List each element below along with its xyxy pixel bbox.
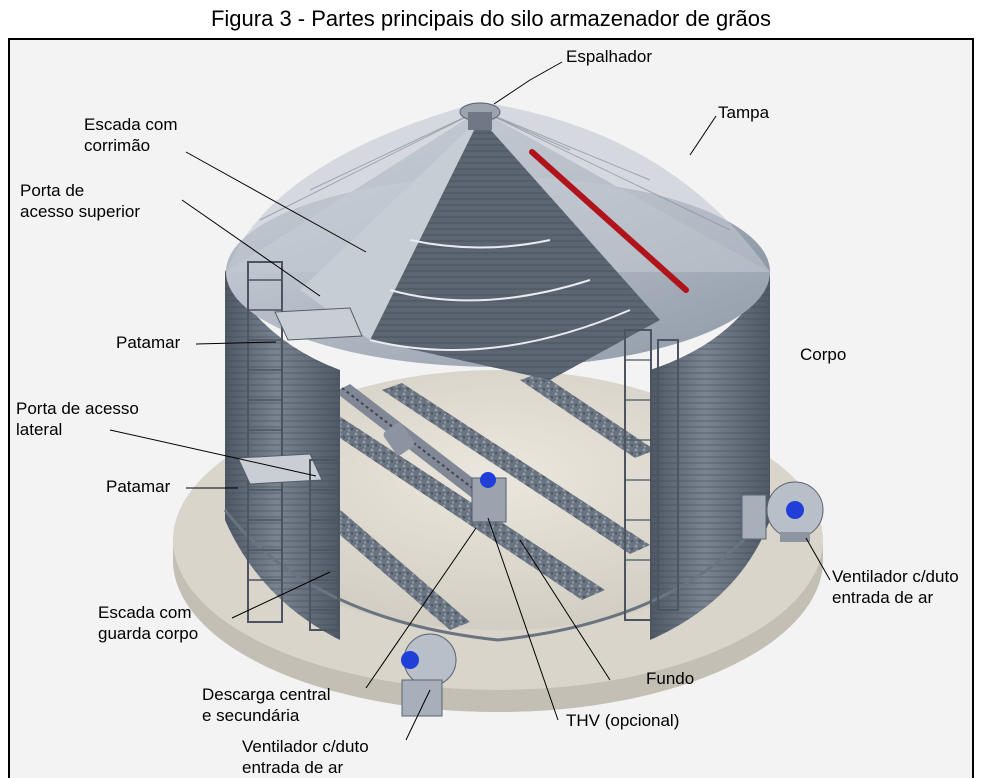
label-ventilador-bottom: Ventilador c/duto entrada de ar [242, 736, 369, 778]
figure-title: Figura 3 - Partes principais do silo arm… [210, 6, 772, 31]
label-escada-corrimao-line1: Escada com [84, 115, 178, 134]
label-patamar-bottom: Patamar [106, 477, 171, 496]
label-ventilador-bottom-line1: Ventilador c/duto [242, 737, 369, 756]
label-descarga-line1: Descarga central [202, 685, 331, 704]
ladder-system [237, 261, 363, 631]
label-espalhador: Espalhador [566, 47, 653, 66]
ventilator-right [741, 481, 824, 542]
label-ventilador-bottom-line2: entrada de ar [242, 758, 344, 777]
label-escada-corrimao: Escada com corrimão [84, 114, 178, 156]
label-escada-guarda-line1: Escada com [98, 603, 192, 622]
label-porta-superior-line2: acesso superior [20, 202, 141, 221]
label-escada-corrimao-line2: corrimão [84, 136, 151, 155]
label-escada-guarda-line2: guarda corpo [98, 624, 199, 643]
label-thv: THV (opcional) [566, 711, 680, 730]
label-porta-lateral-line1: Porta de acesso [16, 399, 139, 418]
central-discharge [335, 384, 507, 523]
label-patamar-top: Patamar [116, 333, 181, 352]
label-porta-superior-line1: Porta de [20, 181, 85, 200]
figure-frame: Espalhador Tampa Escada com corrimão Por… [8, 38, 974, 778]
label-tampa: Tampa [718, 103, 770, 122]
label-descarga: Descarga central e secundária [202, 684, 331, 726]
silo-roof [226, 102, 770, 380]
label-fundo: Fundo [646, 669, 695, 688]
label-ventilador-right-line1: Ventilador c/duto [832, 567, 959, 586]
leader-lines [109, 61, 831, 741]
label-descarga-line2: e secundária [202, 706, 300, 725]
ventilator-bottom [401, 633, 457, 717]
label-porta-superior: Porta de acesso superior [20, 180, 140, 222]
label-ventilador-right-line2: entrada de ar [832, 588, 934, 607]
right-stairs [624, 329, 679, 621]
label-porta-lateral-line2: lateral [16, 420, 63, 439]
label-escada-guarda: Escada com guarda corpo [98, 602, 198, 644]
label-corpo: Corpo [800, 345, 847, 364]
label-porta-lateral: Porta de acesso lateral [16, 398, 139, 440]
silo-illustration [109, 61, 831, 741]
label-ventilador-right: Ventilador c/duto entrada de ar [832, 566, 959, 608]
